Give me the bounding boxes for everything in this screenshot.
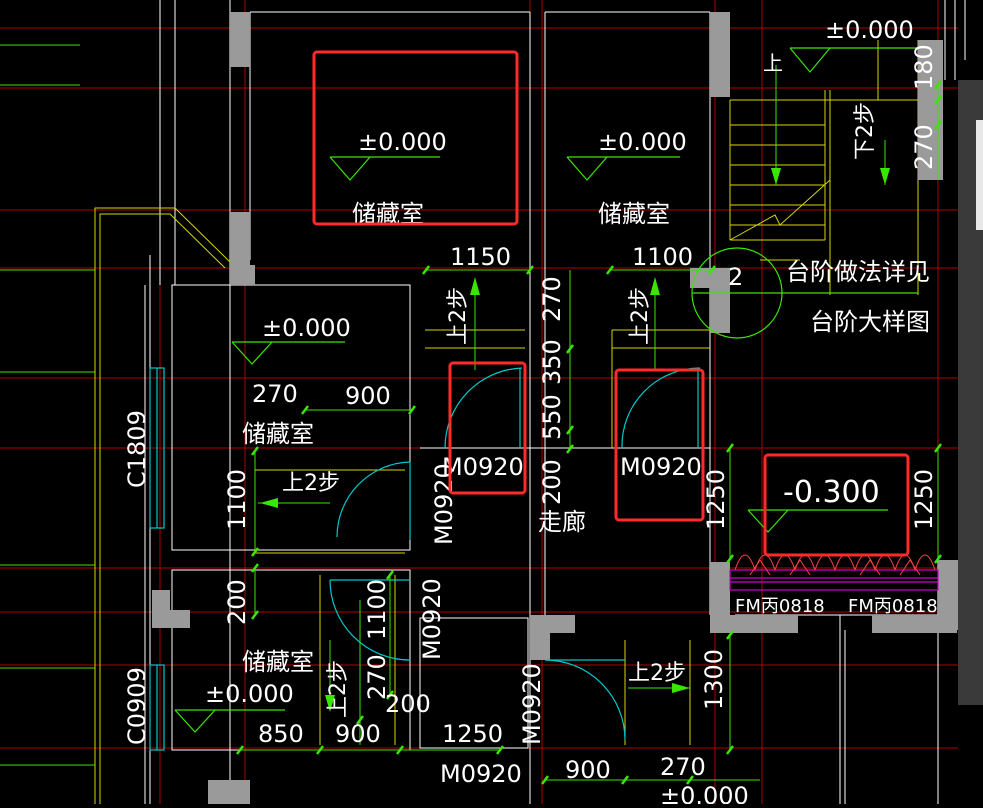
dim-850: 850	[258, 720, 304, 748]
elev-top-right: ±0.000	[825, 16, 914, 44]
window-c1809: C1809	[123, 410, 151, 488]
stair-up2-left: 上2步	[282, 471, 340, 496]
door-fm-2: FM丙0818	[848, 596, 938, 617]
dim-1300-v: 1300	[700, 649, 728, 710]
door-m0920-v2: M0920	[418, 578, 446, 660]
arrows	[260, 168, 890, 712]
detail-number: 2	[728, 263, 743, 291]
stair-up2-v2: 上2步	[628, 287, 653, 345]
dim-350-v: 350	[538, 339, 566, 385]
stair-note-1: 台阶做法详见	[786, 258, 930, 286]
dim-1100-v-left: 1100	[223, 469, 251, 530]
highlight-box-outdoor-elev[interactable]	[763, 453, 910, 557]
elev-bottom: ±0.000	[660, 782, 749, 804]
room-elev-3: ±0.000	[262, 314, 351, 342]
corridor-label: 走廊	[538, 508, 586, 536]
detail-callout	[691, 247, 918, 339]
highlight-box-storage[interactable]	[312, 50, 519, 226]
elevation-triangles	[174, 47, 920, 733]
elev-outdoor: -0.300	[783, 475, 880, 510]
window-c0909: C0909	[123, 667, 151, 745]
highlight-box-door-1[interactable]	[448, 361, 527, 495]
stair-step-marks	[749, 559, 921, 576]
dim-270-a: 270	[252, 380, 298, 408]
stair-up-arrow-label: 上	[763, 51, 783, 75]
dim-900-b: 900	[335, 720, 381, 748]
stair-break-line	[729, 179, 831, 241]
dimension-ticks	[236, 80, 942, 785]
room-label-2: 储藏室	[598, 200, 670, 228]
dim-270-v-right: 270	[910, 124, 938, 170]
dim-1100-top: 1100	[632, 243, 693, 271]
dim-270-v-mid: 270	[363, 654, 391, 700]
dim-1250-v-left: 1250	[702, 469, 730, 530]
dim-550-v: 550	[538, 394, 566, 440]
side-panel[interactable]	[958, 80, 983, 705]
text-labels: 储藏室 ±0.000 储藏室 ±0.000 储藏室 ±0.000 储藏室 ±0.…	[205, 16, 938, 808]
room-label-4: 储藏室	[242, 648, 314, 676]
door-m0920-v3: M0920	[518, 663, 546, 745]
highlight-boxes	[312, 50, 910, 557]
dim-1100-v-mid: 1100	[363, 579, 391, 640]
stair-down2-v: 下2步	[853, 102, 878, 160]
dim-900-a: 900	[345, 382, 391, 410]
yellow-lines	[94, 40, 919, 804]
rotated-labels: 270 350 550 200 1250 1250 1300 180 270 1…	[123, 44, 938, 745]
room-label-3: 储藏室	[242, 420, 314, 448]
magenta-marks	[729, 569, 939, 591]
dim-270-v: 270	[538, 276, 566, 322]
dim-200-v-left: 200	[223, 579, 251, 625]
dim-200-mid: 200	[385, 690, 431, 718]
stair-note-2: 台阶大样图	[810, 308, 930, 336]
side-panel-thumbnail[interactable]	[976, 120, 983, 230]
dim-1250-v-right: 1250	[910, 469, 938, 530]
door-m0920-box1: M0920	[442, 453, 524, 481]
left-green-lines	[0, 44, 95, 766]
stair-up2-right: 上2步	[628, 661, 686, 686]
highlight-box-door-2[interactable]	[614, 368, 705, 522]
room-elev-1: ±0.000	[358, 128, 447, 156]
stair-up2-v1: 上2步	[446, 287, 471, 345]
dim-1150: 1150	[450, 243, 511, 271]
door-m0920-box2: M0920	[620, 453, 702, 481]
door-m0920-v1: M0920	[430, 463, 458, 545]
dim-900-c: 900	[565, 756, 611, 784]
dim-180-v: 180	[910, 44, 938, 90]
door-fm-1: FM丙0818	[735, 596, 825, 617]
room-elev-2: ±0.000	[598, 128, 687, 156]
room-elev-4: ±0.000	[205, 680, 294, 708]
dim-270-b: 270	[660, 753, 706, 781]
walls	[152, 12, 958, 804]
dim-1250-b: 1250	[442, 720, 503, 748]
stair-up2-v3: 上2步	[326, 660, 351, 718]
dim-200-v-corr: 200	[538, 459, 566, 505]
door-m0920-bottom: M0920	[440, 760, 522, 788]
